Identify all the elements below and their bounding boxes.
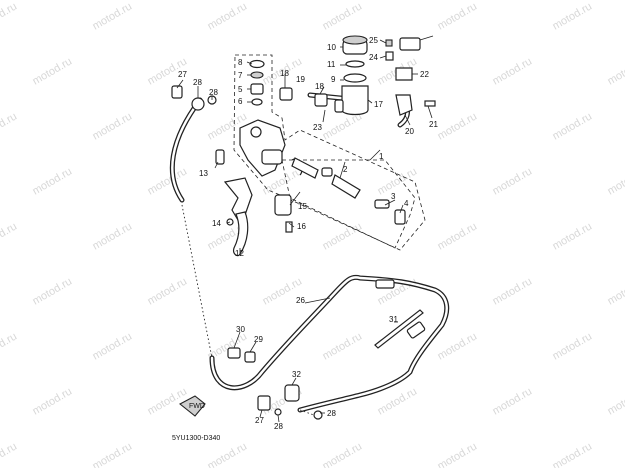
watermark-text: motod.ru — [91, 220, 135, 252]
watermark-text: motod.ru — [31, 55, 75, 87]
watermark-text: motod.ru — [551, 220, 595, 252]
callout-31: 31 — [389, 315, 398, 324]
watermark-text: motod.ru — [146, 165, 190, 197]
watermark-text: motod.ru — [436, 330, 480, 362]
watermark-text: motod.ru — [321, 110, 365, 142]
watermark-text: motod.ru — [146, 385, 190, 417]
callout-3: 3 — [391, 192, 396, 201]
front-arrow-label: FWD — [189, 403, 205, 410]
callout-leaders — [176, 39, 433, 423]
callout-27-top: 27 — [178, 70, 187, 79]
watermark-text: motod.ru — [31, 385, 75, 417]
watermark-text: motod.ru — [376, 165, 420, 197]
watermark-text: motod.ru — [91, 330, 135, 362]
callout-29: 29 — [254, 335, 263, 344]
callout-18a: 18 — [280, 69, 289, 78]
master-cylinder-assembly-outline — [233, 54, 426, 251]
callout-28-top-b: 28 — [209, 88, 218, 97]
reservoir-cap-stack — [249, 59, 265, 106]
callout-28-bottom-a: 28 — [274, 422, 283, 431]
callout-27-bottom: 27 — [255, 416, 264, 425]
right-fittings — [385, 35, 436, 116]
callout-8: 8 — [238, 58, 243, 67]
callout-6: 6 — [238, 97, 243, 106]
callout-labels: 1 2 3 4 5 6 7 8 9 10 11 12 13 14 15 16 1… — [178, 36, 438, 431]
callout-9: 9 — [331, 75, 336, 84]
callout-16: 16 — [297, 222, 306, 231]
callout-13: 13 — [199, 169, 208, 178]
watermark-text: motod.ru — [0, 330, 19, 362]
watermark-text: motod.ru — [321, 440, 365, 468]
front-direction-arrow: FWD — [179, 395, 206, 417]
watermark-text: motod.ru — [91, 110, 135, 142]
callout-22: 22 — [420, 70, 429, 79]
reservoir-assembly — [334, 35, 369, 116]
watermark-text: motod.ru — [321, 220, 365, 252]
watermark-text: motod.ru — [491, 55, 535, 87]
callout-14: 14 — [212, 219, 221, 228]
watermark-text: motod.ru — [91, 440, 135, 468]
watermark-text: motod.ru — [491, 385, 535, 417]
callout-30: 30 — [236, 325, 245, 334]
callout-19: 19 — [296, 75, 305, 84]
watermark-text: motod.ru — [0, 0, 19, 32]
piston-kit-outline — [281, 159, 416, 249]
piston-kit-parts — [291, 157, 406, 225]
callout-7: 7 — [238, 71, 243, 80]
lower-fittings — [171, 85, 426, 420]
callout-26: 26 — [296, 296, 305, 305]
callout-28-bottom-b: 28 — [327, 409, 336, 418]
watermark-text: motod.ru — [491, 165, 535, 197]
watermark-text: motod.ru — [0, 220, 19, 252]
watermark-text: motod.ru — [31, 275, 75, 307]
callout-32: 32 — [292, 370, 301, 379]
clutch-lever-assembly — [215, 149, 293, 257]
callout-2: 2 — [343, 165, 348, 174]
watermark-text: motod.ru — [31, 165, 75, 197]
watermark-text: motod.ru — [91, 0, 135, 32]
callout-5: 5 — [238, 85, 243, 94]
watermark-text: motod.ru — [0, 110, 19, 142]
watermark-text: motod.ru — [206, 440, 250, 468]
watermark-text: motod.ru — [606, 165, 625, 197]
callout-24: 24 — [369, 53, 378, 62]
callout-28-top-a: 28 — [193, 78, 202, 87]
watermark-text: motod.ru — [551, 330, 595, 362]
callout-23: 23 — [313, 123, 322, 132]
watermark-text: motod.ru — [436, 220, 480, 252]
master-cylinder-body — [239, 119, 286, 177]
callout-1: 1 — [379, 152, 384, 161]
reservoir-hose — [169, 97, 203, 203]
callout-11: 11 — [327, 60, 336, 69]
callout-20: 20 — [405, 127, 414, 136]
watermark-text: motod.ru — [551, 0, 595, 32]
watermark-text: motod.ru — [551, 110, 595, 142]
callout-12: 12 — [235, 249, 244, 258]
watermark-text: motod.ru — [321, 330, 365, 362]
watermark-text: motod.ru — [606, 55, 625, 87]
diagram-reference-code: 5YU1300-D340 — [172, 435, 220, 442]
callout-21: 21 — [429, 120, 438, 129]
watermark-text: motod.ru — [436, 440, 480, 468]
watermark-text: motod.ru — [551, 440, 595, 468]
hose-fittings — [279, 87, 328, 107]
watermark-text: motod.ru — [491, 275, 535, 307]
callout-18b: 18 — [315, 82, 324, 91]
callout-25: 25 — [369, 36, 378, 45]
callout-4: 4 — [404, 199, 409, 208]
watermark-text: motod.ru — [146, 275, 190, 307]
watermark-text: motod.ru — [0, 440, 19, 468]
watermark-text: motod.ru — [436, 110, 480, 142]
callout-10: 10 — [327, 43, 336, 52]
callout-15: 15 — [298, 202, 307, 211]
watermark-text: motod.ru — [321, 0, 365, 32]
watermark-text: motod.ru — [436, 0, 480, 32]
watermark-text: motod.ru — [606, 275, 625, 307]
watermark-text: motod.ru — [206, 0, 250, 32]
callout-17: 17 — [374, 100, 383, 109]
watermark-text: motod.ru — [606, 385, 625, 417]
